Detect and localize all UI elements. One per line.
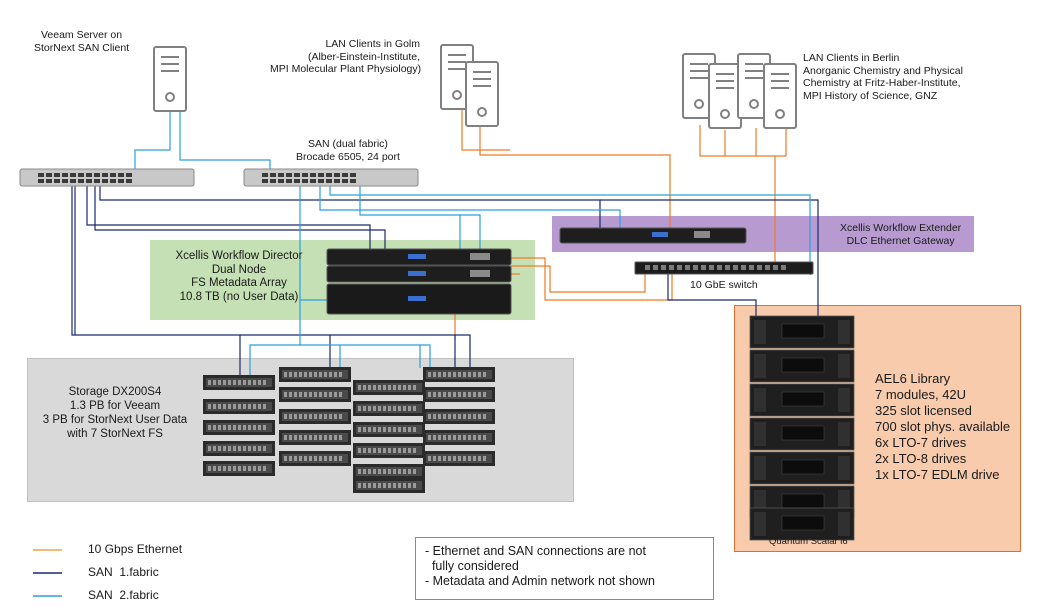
workflow-director-label-line-3: FS Metadata Array xyxy=(191,277,287,289)
library-label-line-5: 6x LTO-7 drives xyxy=(875,435,967,450)
notes-line-2: fully considered xyxy=(425,559,519,573)
notes-text: - Ethernet and SAN connections are not f… xyxy=(425,544,655,589)
veeam-server-icon xyxy=(153,46,187,112)
library-label-line-7: 1x LTO-7 EDLM drive xyxy=(875,467,1000,482)
san-label-line-1: SAN (dual fabric) xyxy=(307,138,388,150)
library-caption: Quantum Scalar i6 xyxy=(769,536,848,547)
veeam-server-label-line-1: Veeam Server on xyxy=(40,29,123,41)
tape-library-device xyxy=(749,315,855,541)
library-label-line-1: AEL6 Library xyxy=(875,371,951,386)
berlin-clients-label-line-2: Anorganic Chemistry and Physical xyxy=(803,64,963,77)
legend-label-san1: SAN 1.fabric xyxy=(88,565,159,579)
san-switch-2 xyxy=(243,168,419,187)
golm-clients-label-line-2: (Alber-Einstein-Institute, xyxy=(307,50,420,63)
berlin-clients-label-line-1: LAN Clients in Berlin xyxy=(803,52,900,64)
library-label-line-6: 2x LTO-8 drives xyxy=(875,451,967,466)
golm-clients-label-line-3: MPI Molecular Plant Physiology) xyxy=(270,63,422,75)
veeam-server-label: Veeam Server on StorNext SAN Client xyxy=(34,29,129,54)
san-label: SAN (dual fabric) Brocade 6505, 24 port xyxy=(296,138,400,163)
san-label-line-2: Brocade 6505, 24 port xyxy=(296,150,400,163)
berlin-clients-label-line-4: MPI History of Science, GNZ xyxy=(803,89,938,102)
notes-box xyxy=(415,537,714,600)
berlin-server-icon-4 xyxy=(763,63,797,129)
library-label-line-4: 700 slot phys. available xyxy=(875,419,1011,434)
workflow-extender-label-line-1: Xcellis Workflow Extender xyxy=(840,222,962,234)
library-label-line-3: 325 slot licensed xyxy=(875,403,972,418)
gbe-switch-label: 10 GbE switch xyxy=(690,279,758,291)
notes-line-1: - Ethernet and SAN connections are not xyxy=(425,544,646,558)
workflow-director-label: Xcellis Workflow Director Dual Node FS M… xyxy=(154,250,324,304)
storage-label: Storage DX200S4 1.3 PB for Veeam 3 PB fo… xyxy=(40,385,190,441)
veeam-server-label-line-2: StorNext SAN Client xyxy=(34,41,130,54)
golm-clients-label-line-1: LAN Clients in Golm xyxy=(325,38,420,50)
workflow-director-device xyxy=(326,248,512,315)
berlin-clients-label: LAN Clients in Berlin Anorganic Chemistr… xyxy=(803,52,963,102)
workflow-extender-label-line-2: DLC Ethernet Gateway xyxy=(846,234,955,247)
gbe-switch-device xyxy=(634,261,814,275)
notes-line-3: - Metadata and Admin network not shown xyxy=(425,574,655,588)
legend-label-ethernet: 10 Gbps Ethernet xyxy=(88,542,183,556)
library-label: AEL6 Library 7 modules, 42U 325 slot lic… xyxy=(875,371,1010,483)
workflow-extender-device xyxy=(559,227,747,244)
workflow-director-label-line-4: 10.8 TB (no User Data) xyxy=(179,290,299,303)
storage-array-device xyxy=(203,367,495,493)
storage-label-line-3: 3 PB for StorNext User Data xyxy=(42,414,188,426)
workflow-director-label-line-1: Xcellis Workflow Director xyxy=(175,250,303,262)
san-switch-1 xyxy=(19,168,195,187)
golm-clients-label: LAN Clients in Golm (Alber-Einstein-Inst… xyxy=(270,38,422,76)
berlin-clients-label-line-3: Chemistry at Fritz-Haber-Institute, xyxy=(803,77,961,89)
golm-server-icon-2 xyxy=(465,61,499,127)
workflow-director-label-line-2: Dual Node xyxy=(211,263,267,276)
legend-label-san2: SAN 2.fabric xyxy=(88,588,159,602)
storage-label-line-2: 1.3 PB for Veeam xyxy=(69,400,161,412)
storage-label-line-1: Storage DX200S4 xyxy=(68,386,162,398)
berlin-server-icon-2 xyxy=(708,63,742,129)
workflow-extender-label: Xcellis Workflow Extender DLC Ethernet G… xyxy=(840,222,961,247)
storage-label-line-4: with 7 StorNext FS xyxy=(67,428,163,440)
library-label-line-2: 7 modules, 42U xyxy=(875,387,967,402)
